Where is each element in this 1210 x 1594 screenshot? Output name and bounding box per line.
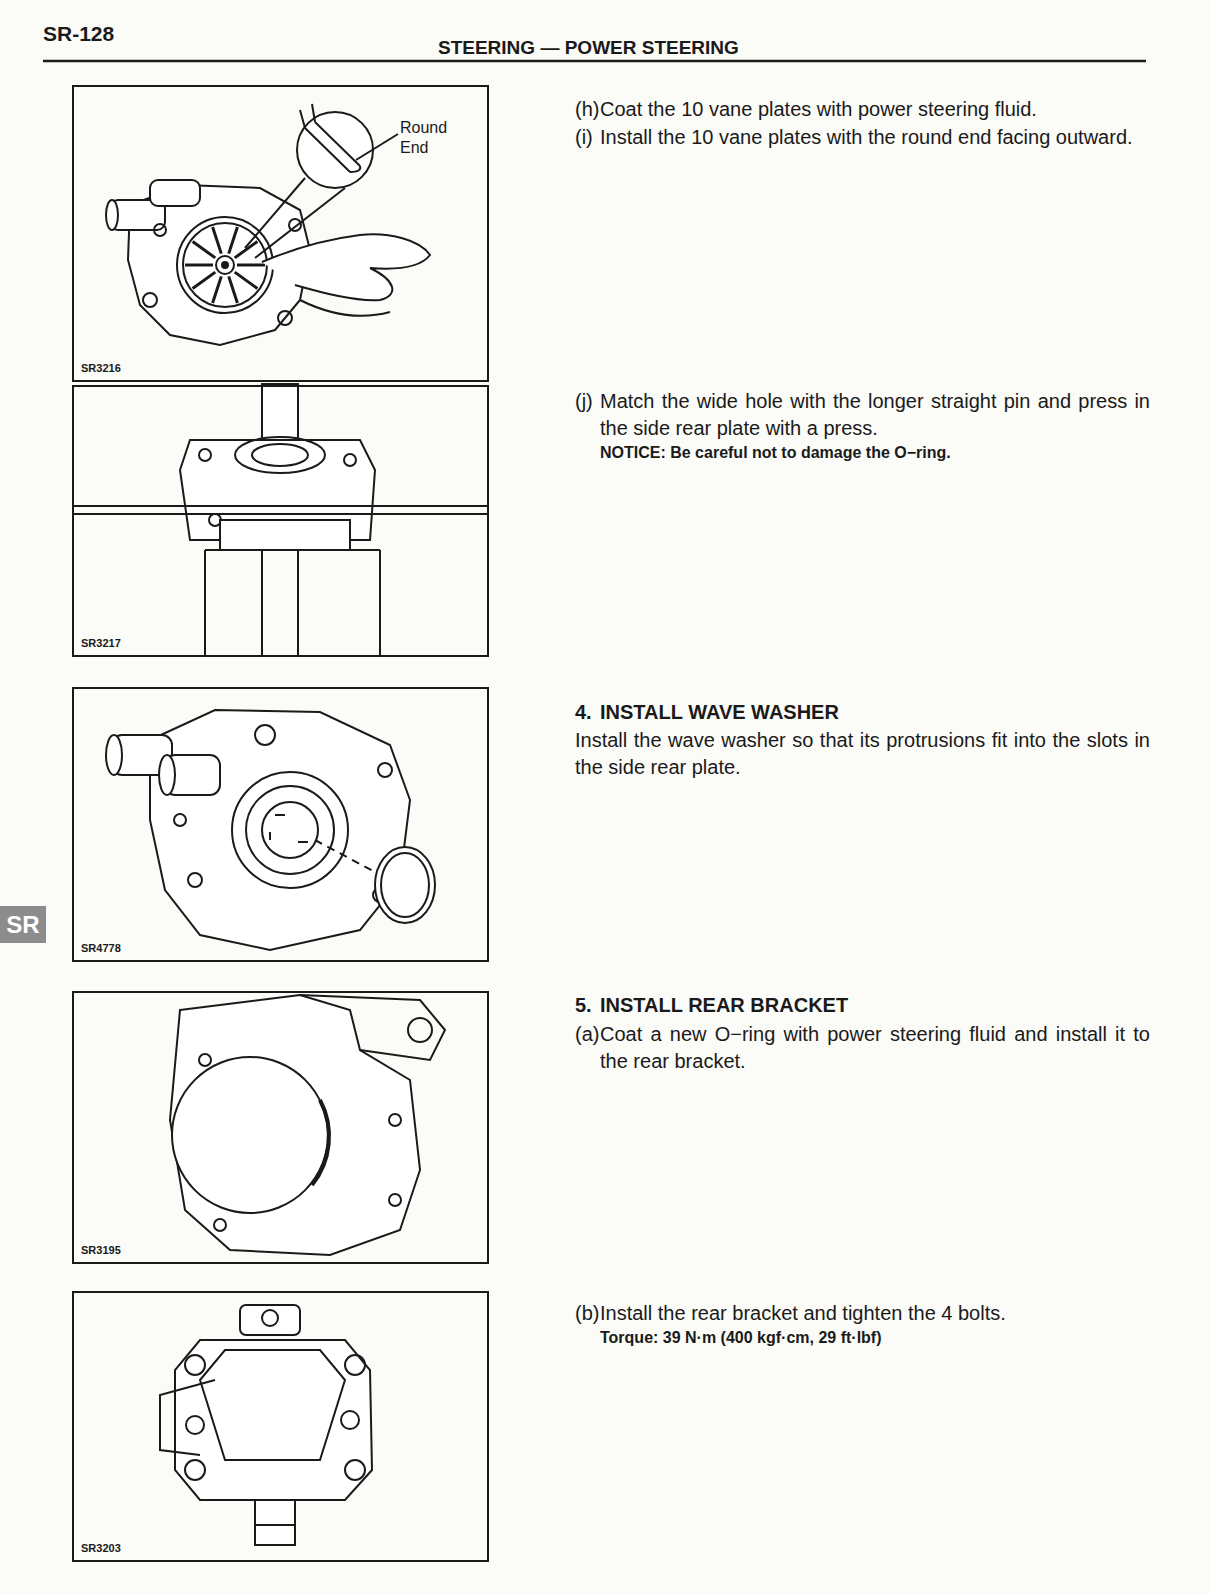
tab-label: SR [6, 911, 39, 939]
step-text: Coat the 10 vane plates with power steer… [600, 96, 1148, 123]
page-number: SR-128 [43, 20, 114, 47]
figure-frame: SR3195 [72, 991, 489, 1264]
step-heading: INSTALL REAR BRACKET [600, 992, 1150, 1019]
wave-washer-figure [106, 710, 435, 950]
figure-code: SR4778 [81, 942, 487, 955]
step-number: 4. [575, 699, 592, 726]
figure-code: SR3217 [81, 637, 487, 650]
callout-label: Round End [400, 118, 458, 158]
figure-code: SR3195 [81, 1244, 487, 1257]
step-text: Coat a new O−ring with power steering fl… [600, 1021, 1150, 1075]
step-marker: (i) [575, 124, 593, 151]
step-marker: (h) [575, 96, 599, 123]
rear-bracket-figure [170, 995, 445, 1255]
section-tab: SR [0, 906, 46, 943]
figure-code: SR3216 [81, 362, 487, 375]
step-heading: INSTALL WAVE WASHER [600, 699, 1150, 726]
step-text: Match the wide hole with the longer stra… [600, 388, 1150, 442]
step-text: Install the 10 vane plates with the roun… [600, 124, 1150, 151]
assembled-pump-figure [160, 1305, 372, 1545]
figure-frame: SR3217 [72, 385, 489, 657]
torque-spec: Torque: 39 N·m (400 kgf·cm, 29 ft·lbf) [600, 1328, 1150, 1348]
step-marker: (j) [575, 388, 593, 415]
step-text: Install the rear bracket and tighten the… [600, 1300, 1150, 1327]
step-marker: (a) [575, 1021, 599, 1048]
figure-code: SR3203 [81, 1542, 487, 1555]
header-rule [43, 60, 1146, 63]
notice-text: NOTICE: Be careful not to damage the O−r… [600, 443, 1150, 463]
page-title: STEERING — POWER STEERING [438, 34, 739, 61]
step-number: 5. [575, 992, 592, 1019]
step-text: Install the wave washer so that its prot… [575, 727, 1150, 781]
figure-frame: SR4778 [72, 687, 489, 962]
figure-frame: SR3203 [72, 1291, 489, 1562]
press-figure [72, 384, 488, 656]
step-marker: (b) [575, 1300, 599, 1327]
vane-install-figure [106, 104, 430, 345]
